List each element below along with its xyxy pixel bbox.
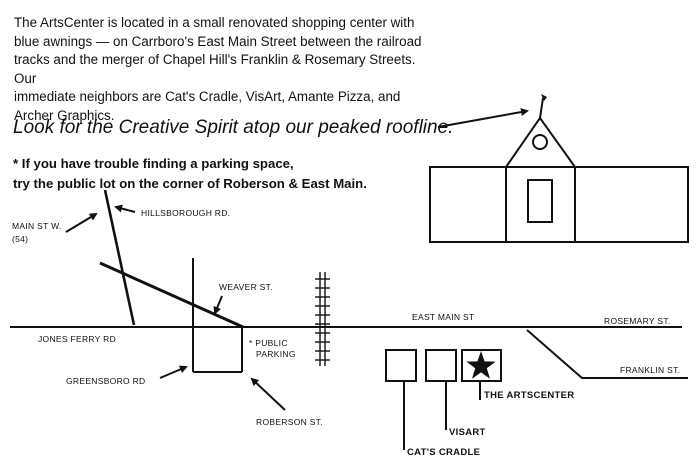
cats-cradle-label: CAT'S CRADLE <box>407 447 480 458</box>
tagline-arrow <box>437 108 529 128</box>
creative-spirit-figure-icon <box>541 94 547 101</box>
parking-note-line: * If you have trouble finding a parking … <box>13 156 294 171</box>
weaver-arrow <box>213 295 223 315</box>
hillsborough-arrow <box>114 204 136 213</box>
jones-ferry-road-label: JONES FERRY RD <box>38 334 116 344</box>
intro-line: blue awnings — on Carrboro's East Main S… <box>14 33 422 49</box>
intro-line: The ArtsCenter is located in a small ren… <box>14 15 415 30</box>
roberson-arrow <box>250 377 286 411</box>
east-main-street-label: EAST MAIN ST <box>412 312 474 322</box>
weaver-street-label: WEAVER ST. <box>219 282 273 292</box>
shopping-center <box>385 349 502 450</box>
artscenter-label: THE ARTSCENTER <box>484 390 574 401</box>
building-door <box>527 179 553 223</box>
intro-line: immediate neighbors are Cat's Cradle, Vi… <box>14 89 401 105</box>
intro-line: Archer Graphics. <box>14 107 115 123</box>
parking-note: * If you have trouble finding a parking … <box>13 154 373 193</box>
main-st-w-arrow <box>65 212 98 233</box>
rosemary-street-label: ROSEMARY ST. <box>604 316 671 326</box>
visart-storefront <box>425 349 457 382</box>
building-body <box>429 166 689 243</box>
roberson-street-label: ROBERSON ST. <box>256 417 323 427</box>
route-54-label: (54) <box>12 234 28 244</box>
franklin-street-label: FRANKLIN ST. <box>620 365 680 375</box>
hillsborough-road <box>103 189 136 326</box>
roads <box>10 189 688 379</box>
tagline: Look for the Creative Spirit atop our pe… <box>13 117 454 138</box>
cats-cradle-storefront <box>385 349 417 382</box>
artscenter-star-icon <box>466 351 496 379</box>
round-window <box>532 134 548 150</box>
public-parking-label: * PUBLIC <box>249 338 288 348</box>
railroad-tracks <box>315 272 330 366</box>
flagpole <box>539 97 544 119</box>
visart-label: VISART <box>449 427 486 438</box>
intro-line: tracks and the merger of Chapel Hill's F… <box>14 52 416 86</box>
pointer-arrows <box>65 204 286 411</box>
franklin-street <box>526 329 688 379</box>
parking-note-line: try the public lot on the corner of Robe… <box>13 175 367 191</box>
greensboro-road-label: GREENSBORO RD <box>66 376 145 386</box>
public-parking-label-2: PARKING <box>256 349 296 359</box>
greensboro-arrow <box>159 365 188 379</box>
hillsborough-road-label: HILLSBOROUGH RD. <box>141 208 230 218</box>
intro-paragraph: The ArtsCenter is located in a small ren… <box>14 14 434 126</box>
artscenter-building-drawing <box>429 97 689 243</box>
artscenter-storefront <box>461 349 502 382</box>
main-st-w-label: MAIN ST W. <box>12 221 62 231</box>
